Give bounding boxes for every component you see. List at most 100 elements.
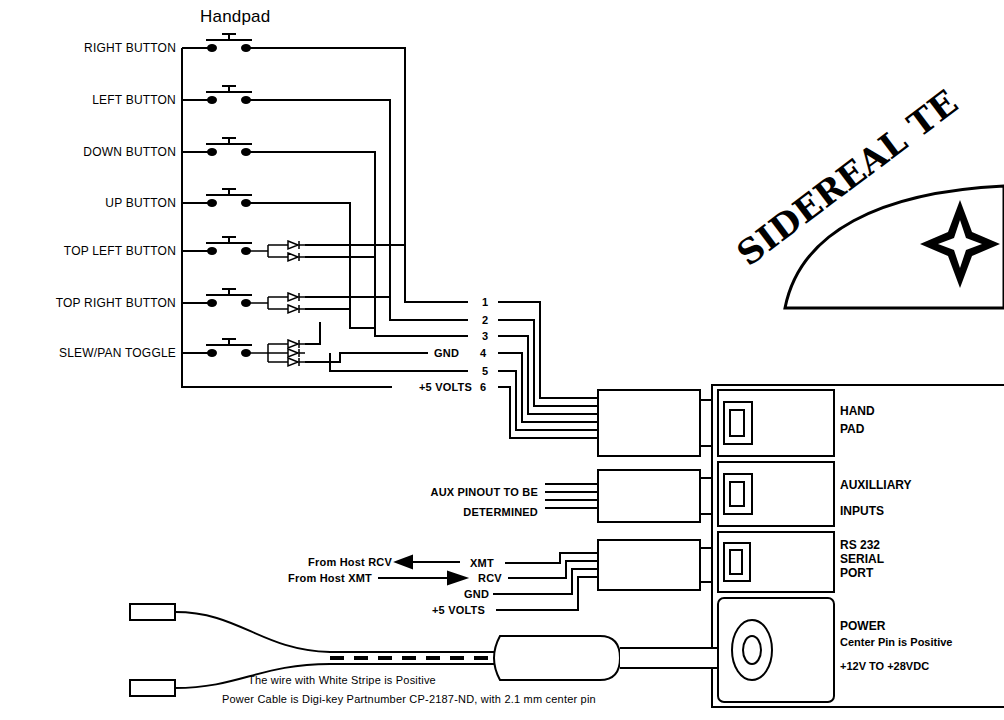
diode-bar [299,253,305,261]
diode-triangle [288,340,298,348]
wire [268,343,288,345]
wire [268,256,288,258]
wire [250,152,468,336]
wire [182,302,208,304]
wire [268,244,288,246]
button-label: RIGHT BUTTON [84,41,176,55]
button-label: TOP RIGHT BUTTON [56,296,176,310]
diode-triangle [288,241,298,249]
wire-end [130,604,175,620]
handpad-plug [598,390,700,456]
switch-bar [206,34,252,40]
power-jack [732,620,772,680]
pin-number: 5 [482,364,488,378]
switch-symbols [182,34,252,356]
wire [305,244,405,246]
plug-tip [700,478,712,514]
port-note: +12V TO +28VDC [840,658,1000,674]
signal-name: RCV [478,571,502,585]
controller-panel [712,385,1004,707]
pin-number: 1 [482,295,488,309]
wire [250,344,268,362]
barrel-plug [494,636,620,680]
wire [493,553,598,610]
wire [250,297,268,309]
wire [305,308,350,310]
pin-number: 2 [482,313,488,327]
note: Power Cable is Digi-key Partnumber CP-21… [222,692,596,706]
pin-number: 4 [480,346,486,360]
white-stripe [330,656,500,660]
power-jack-pin [743,636,761,664]
switch-contact [242,200,250,206]
wire [268,296,288,298]
switch-contact [242,248,250,254]
wire [498,353,598,422]
signal-name: GND [464,587,489,601]
diode-bar [299,241,305,249]
logo-star-inner [938,220,982,268]
arrowhead [448,572,466,584]
wire [545,484,598,508]
button-label: TOP LEFT BUTTON [64,244,176,258]
port-name: RS 232 SERIAL PORT [840,538,910,580]
wire [182,352,208,354]
wire [268,352,288,354]
switch-bar [206,86,252,92]
signal-name: +5 VOLTS [432,603,485,617]
signal-name: From Host RCV [308,555,392,569]
cable-wire [175,612,510,652]
wire-end [130,680,175,696]
jack-icon [724,543,750,581]
wire [182,250,208,252]
switch-contact [242,45,250,51]
arrow-line [378,577,448,579]
wire [498,387,598,438]
switch-contact [208,97,216,103]
diode-triangle [288,253,298,261]
rs232-plug [598,540,700,590]
switch-bar [206,189,252,195]
pin-name: GND [434,346,459,360]
switch-contact [208,200,216,206]
plug-tip [700,400,712,446]
wire [498,302,598,398]
port-label-box: RS 232 SERIAL PORT [840,538,910,580]
diode-bar [299,358,305,366]
diode-triangle [288,358,298,366]
diode-triangle [288,293,298,301]
wire [182,99,208,101]
wire [182,47,208,49]
wire [268,361,288,363]
jack-icon [724,402,752,444]
port-label-box: HAND PAD [840,402,900,438]
jack-box [718,598,834,702]
wire [268,308,288,310]
diode-bar [299,293,305,301]
switch-bar [206,289,252,295]
note: AUX PINOUT TO BE DETERMINED [388,482,538,522]
plug-tip [700,548,712,582]
port-label-box: AUXILLIARY INPUTS [840,472,940,524]
jack-icon [724,474,752,514]
wire [250,48,468,302]
barrel-tip [620,648,718,668]
switch-contact [208,45,216,51]
wire [305,322,320,344]
wire [250,203,375,328]
wire [305,353,428,362]
pin-number: 6 [480,380,486,394]
switch-bar [206,138,252,144]
wire [305,256,375,258]
switch-contact [208,248,216,254]
switch-contact [242,149,250,155]
switch-contact [242,350,250,356]
bus-wire [182,48,392,387]
diode-bar [299,349,305,357]
port-name: AUXILLIARY INPUTS [840,472,940,524]
diode-bar [299,340,305,348]
switch-contact [242,97,250,103]
button-label: DOWN BUTTON [83,145,176,159]
